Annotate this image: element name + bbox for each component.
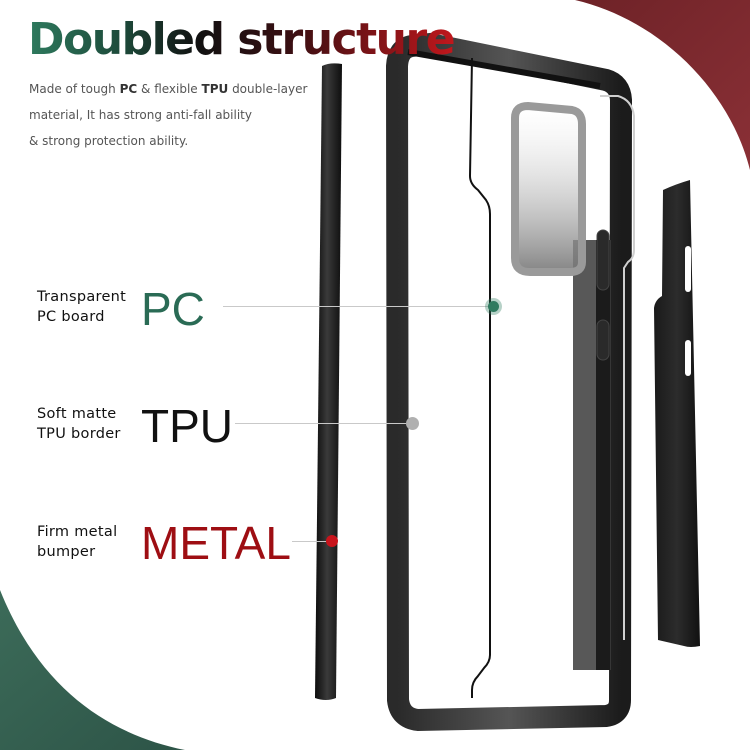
callout-tpu-dot [406, 417, 419, 430]
description-line-2: material, It has strong anti-fall abilit… [29, 108, 252, 122]
callout-metal-label: Firm metal bumper [37, 524, 118, 560]
description: Made of tough PC & flexible TPU double-l… [29, 76, 349, 154]
callout-metal-leader [292, 541, 328, 542]
page-title: Doubled structure [28, 14, 456, 65]
callout-pc-leader [223, 306, 493, 307]
callout-metal-dot [326, 535, 338, 547]
callout-tpu-label: Soft matte TPU border [37, 406, 121, 442]
callout-tpu-title: TPU [141, 400, 233, 452]
description-line-3: & strong protection ability. [29, 134, 189, 148]
description-line-1: Made of tough PC & flexible TPU double-l… [29, 82, 308, 96]
callout-tpu-leader [235, 423, 410, 424]
callout-pc-title: PC [141, 283, 205, 335]
callout-pc-label: Transparent PC board [37, 289, 127, 325]
callout-metal-title: METAL [141, 517, 291, 569]
callout-pc-dot [488, 301, 499, 312]
